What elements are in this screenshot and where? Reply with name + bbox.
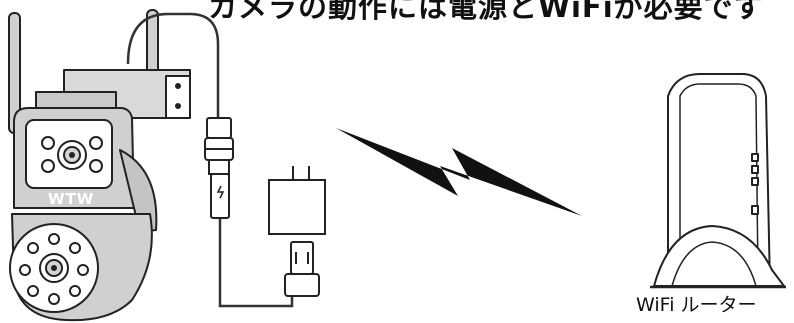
- adapter-body: [268, 179, 326, 235]
- ir-led-icon: [41, 159, 55, 173]
- bracket-plate: [165, 75, 191, 119]
- camera-brand-logo: WTW: [48, 190, 95, 208]
- dc-plug: [210, 173, 230, 219]
- usb-power-adapter: [268, 166, 326, 297]
- wireless-signal-icon: [336, 128, 582, 216]
- cable-top: [126, 12, 220, 118]
- wifi-router-illustration: [650, 73, 786, 289]
- status-led-icon: [751, 205, 759, 215]
- page-title: カメラの動作には電源とWiFiが必要です: [208, 0, 764, 24]
- ir-led-icon: [89, 136, 103, 150]
- router-label: WiFi ルーター: [636, 294, 757, 316]
- camera-illustration: [8, 9, 191, 322]
- ir-led-icon: [89, 159, 103, 173]
- status-led-icon: [751, 165, 759, 174]
- usb-connector-housing: [284, 273, 320, 297]
- cable-bottom: [218, 216, 294, 308]
- usb-plug: [290, 241, 314, 275]
- power-symbol-icon: [216, 185, 225, 199]
- router-stand: [653, 225, 785, 287]
- power-cable: [126, 12, 294, 308]
- waterproof-connector: [204, 117, 234, 219]
- status-led-icon: [751, 177, 759, 186]
- ir-led-icon: [41, 136, 55, 150]
- status-led-icon: [751, 153, 759, 162]
